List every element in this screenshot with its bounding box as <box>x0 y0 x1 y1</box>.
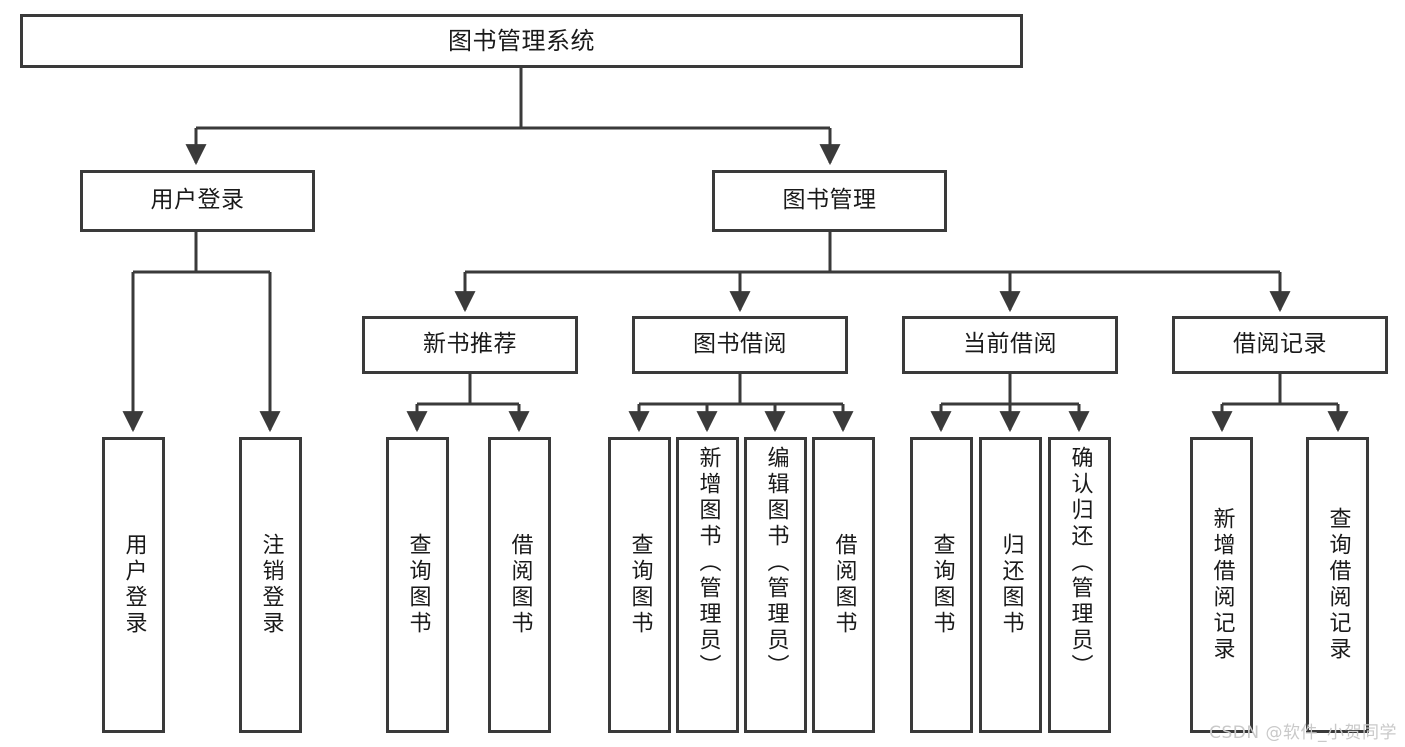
leaf-current-return-book[interactable]: 归还图书 <box>979 437 1042 733</box>
node-label: 用户登录 <box>121 533 147 637</box>
node-label: 查询图书 <box>405 533 431 637</box>
leaf-user-login[interactable]: 用户登录 <box>102 437 165 733</box>
leaf-current-query-book[interactable]: 查询图书 <box>910 437 973 733</box>
node-new-book-recommend[interactable]: 新书推荐 <box>362 316 578 374</box>
node-label: 归还图书 <box>998 533 1024 637</box>
node-label: 借阅图书 <box>507 533 533 637</box>
node-book-borrow[interactable]: 图书借阅 <box>632 316 848 374</box>
node-borrow-record[interactable]: 借阅记录 <box>1172 316 1388 374</box>
node-book-manage[interactable]: 图书管理 <box>712 170 947 232</box>
node-label: 图书管理 <box>782 187 877 214</box>
leaf-user-logout[interactable]: 注销登录 <box>239 437 302 733</box>
node-label: 确认归还（管理员） <box>1067 446 1093 680</box>
node-label: 借阅图书 <box>831 533 857 637</box>
node-root-system[interactable]: 图书管理系统 <box>20 14 1023 68</box>
node-label: 当前借阅 <box>963 331 1057 358</box>
node-label: 查询图书 <box>627 533 653 637</box>
leaf-borrow-borrow-book[interactable]: 借阅图书 <box>812 437 875 733</box>
leaf-recommend-query-book[interactable]: 查询图书 <box>386 437 449 733</box>
leaf-borrow-edit-book-admin[interactable]: 编辑图书（管理员） <box>744 437 807 733</box>
node-label: 注销登录 <box>258 533 284 637</box>
watermark-text: CSDN @软件_小贺同学 <box>1209 723 1397 743</box>
leaf-record-query[interactable]: 查询借阅记录 <box>1306 437 1369 733</box>
node-label: 新增图书（管理员） <box>695 446 721 680</box>
node-label: 图书管理系统 <box>448 26 595 55</box>
leaf-borrow-query-book[interactable]: 查询图书 <box>608 437 671 733</box>
node-label: 编辑图书（管理员） <box>763 446 789 680</box>
node-label: 借阅记录 <box>1233 331 1327 358</box>
leaf-current-confirm-return-admin[interactable]: 确认归还（管理员） <box>1048 437 1111 733</box>
node-label: 新书推荐 <box>423 331 517 358</box>
node-label: 图书借阅 <box>693 331 787 358</box>
leaf-record-add[interactable]: 新增借阅记录 <box>1190 437 1253 733</box>
leaf-recommend-borrow-book[interactable]: 借阅图书 <box>488 437 551 733</box>
node-label: 查询借阅记录 <box>1325 507 1351 663</box>
node-user-login[interactable]: 用户登录 <box>80 170 315 232</box>
node-label: 用户登录 <box>150 187 245 214</box>
node-label: 新增借阅记录 <box>1209 507 1235 663</box>
node-label: 查询图书 <box>929 533 955 637</box>
node-current-borrow[interactable]: 当前借阅 <box>902 316 1118 374</box>
leaf-borrow-add-book-admin[interactable]: 新增图书（管理员） <box>676 437 739 733</box>
